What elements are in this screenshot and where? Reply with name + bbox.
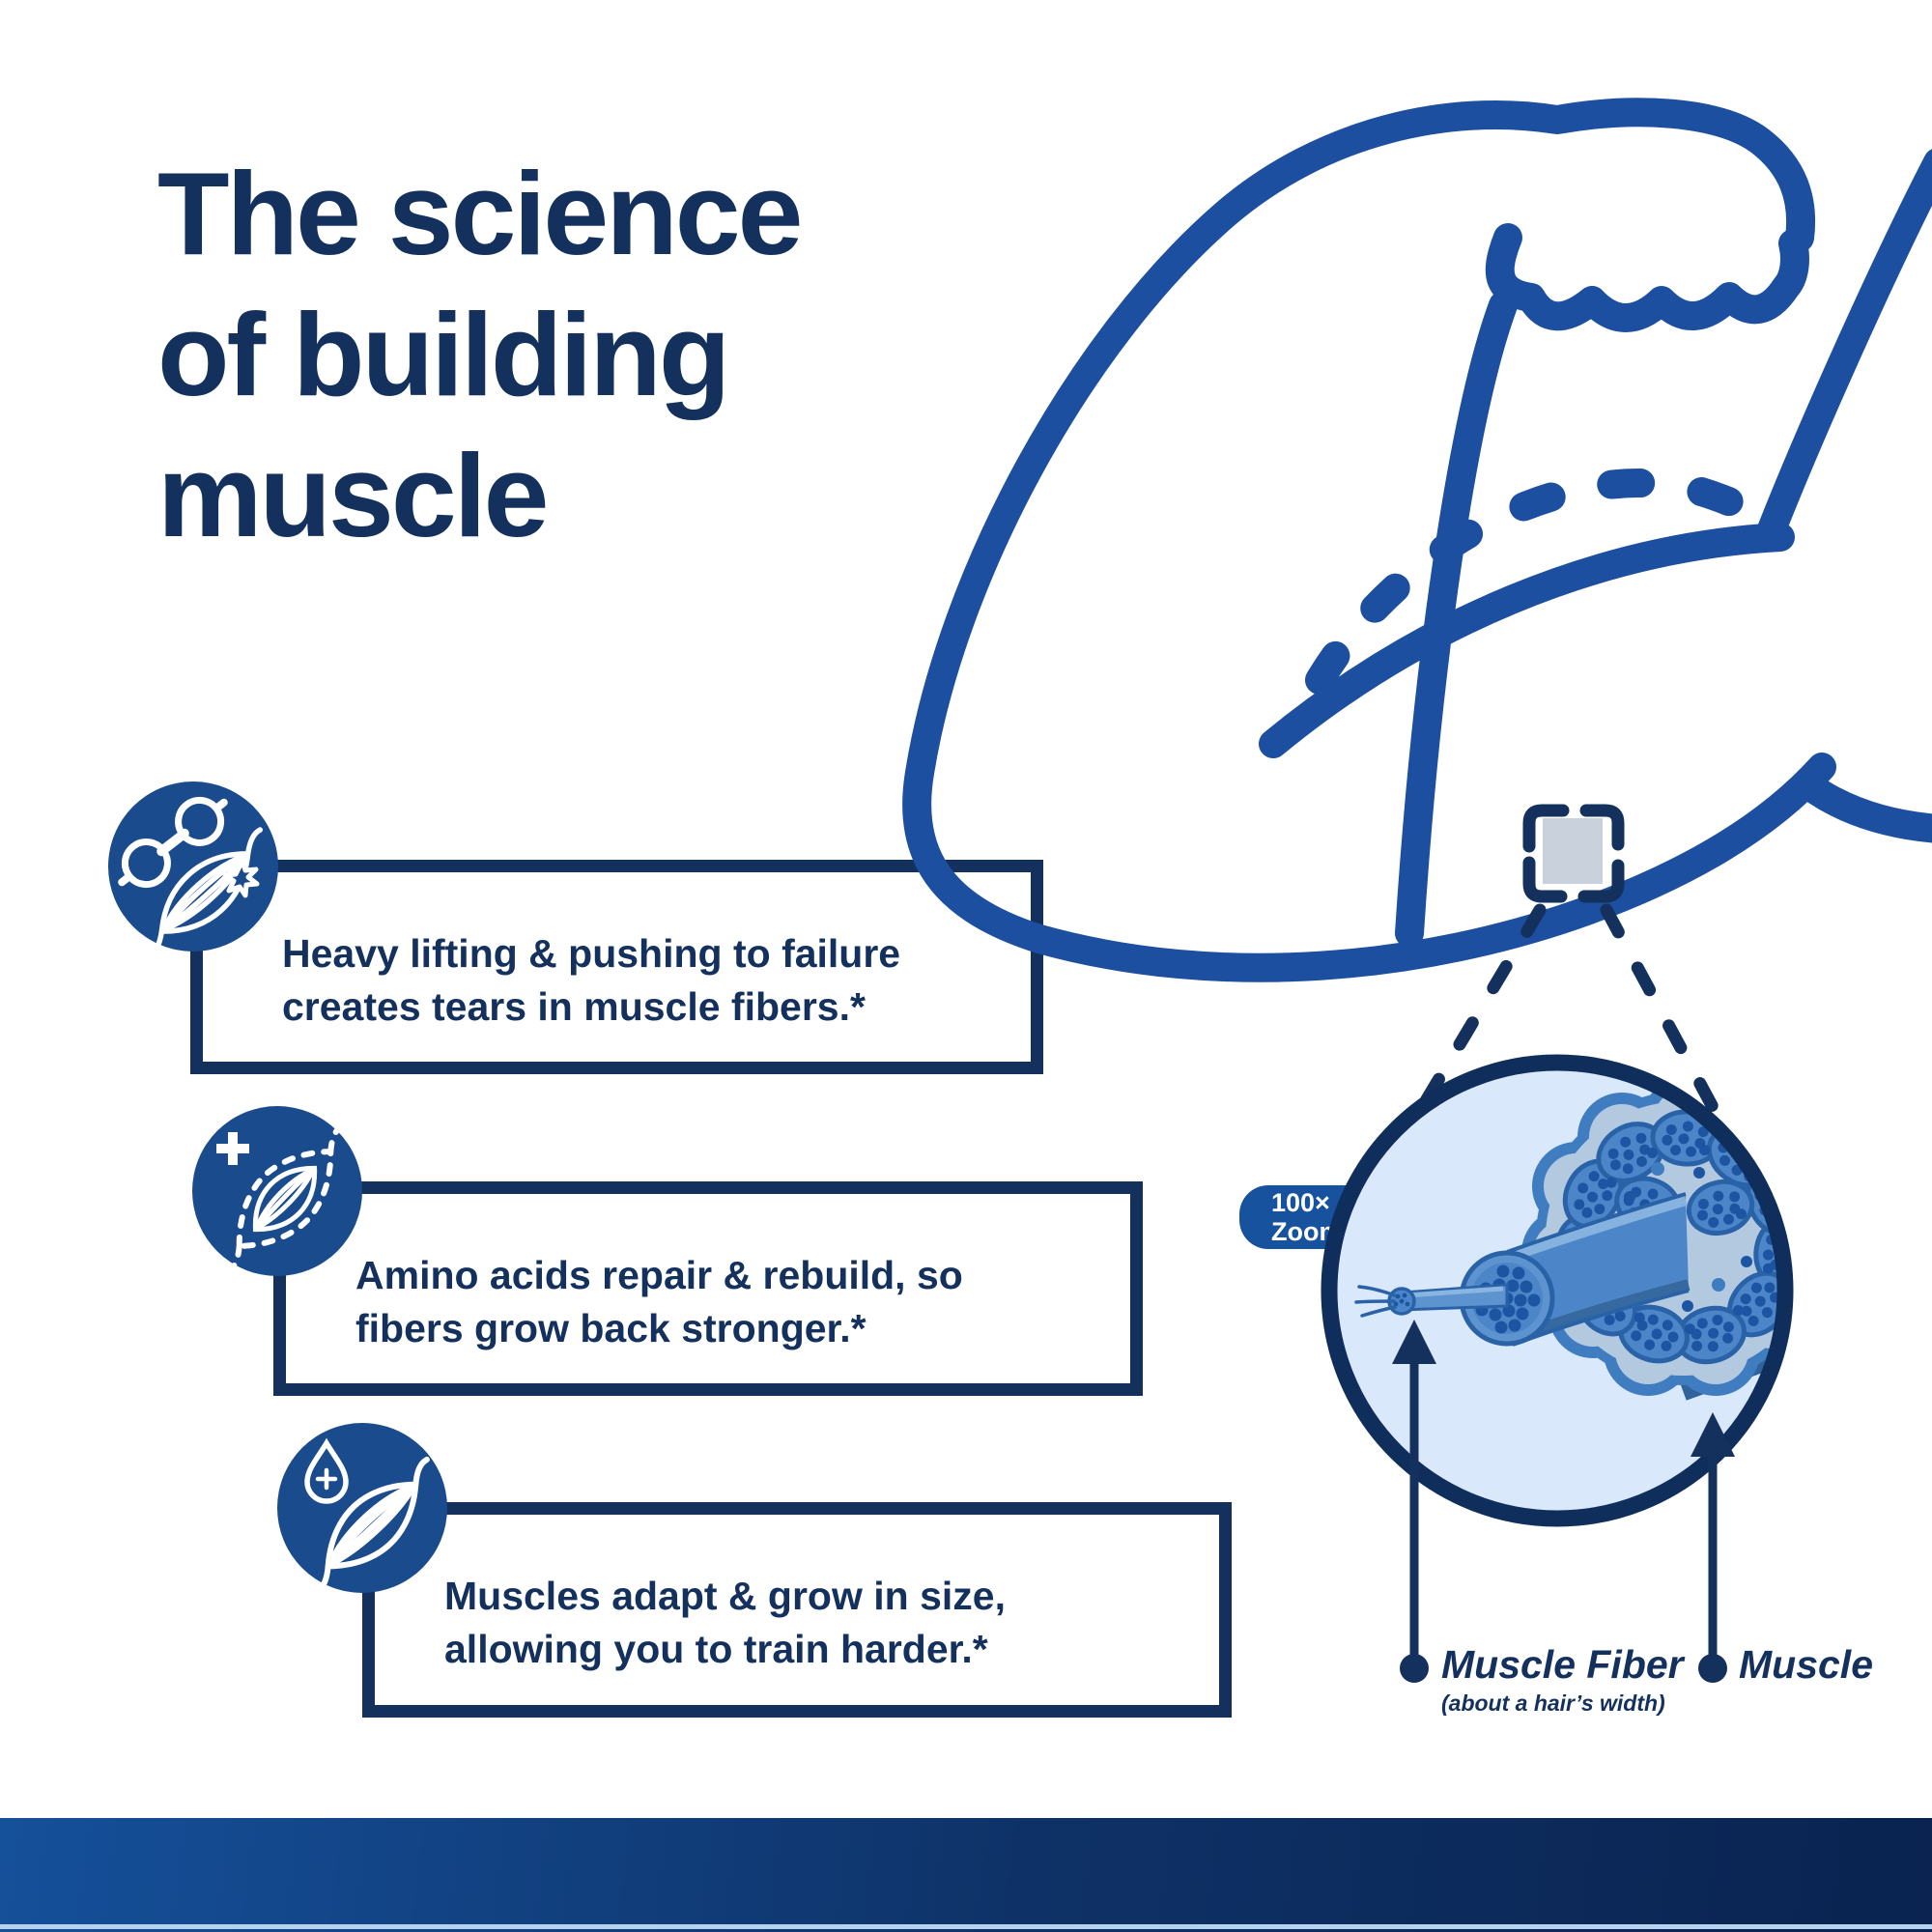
muscle-label: Muscle xyxy=(1739,1642,1873,1687)
plus-muscle-repair-icon-svg xyxy=(192,1106,362,1276)
callout-text-tears: Heavy lifting & pushing to failure creat… xyxy=(282,931,901,1029)
callout-box-growth xyxy=(362,1502,1232,1718)
callout-box-repair xyxy=(273,1181,1143,1396)
plus-muscle-repair-icon xyxy=(192,1106,362,1276)
bicep-dashed-arc xyxy=(1305,469,1787,695)
bicep-outer-curve xyxy=(1757,149,1932,544)
droplet-muscle-growth-icon xyxy=(277,1423,447,1595)
inner-arm-line xyxy=(1259,523,1795,758)
myofibril-filaments xyxy=(1354,1285,1397,1318)
callout-text-repair: Amino acids repair & rebuild, so fibers … xyxy=(355,1253,963,1350)
fist-outline xyxy=(1485,223,1809,332)
plus-glyph xyxy=(216,1132,249,1165)
muscle-pointer-arrow xyxy=(1690,1412,1735,1683)
zoom-target-square xyxy=(1522,804,1625,903)
droplet-muscle-growth-icon-svg xyxy=(277,1423,447,1595)
callout-box-tears xyxy=(190,860,1043,1074)
zoom-inset-border xyxy=(1321,1054,1794,1527)
fiber-pointer-arrow xyxy=(1392,1320,1436,1683)
dumbbell-torn-muscle-icon-svg xyxy=(108,781,278,958)
muscle-fiber-sublabel: (about a hair’s width) xyxy=(1441,1690,1665,1716)
droplet-plus-glyph xyxy=(304,1437,349,1504)
dumbbell-glyph xyxy=(118,796,228,889)
muscle-fiber-strand xyxy=(1354,1283,1509,1318)
muscle-cross-section-art xyxy=(1354,1068,1779,1401)
zoom-badge-line1: 100× xyxy=(1271,1188,1330,1217)
callout-text-growth: Muscles adapt & grow in size, allowing y… xyxy=(444,1574,1006,1671)
page-title: The science of building muscle xyxy=(157,148,803,561)
footer-accent-line xyxy=(0,1924,1932,1929)
flexed-arm-outline xyxy=(902,98,1932,982)
zoom-inset-circle xyxy=(1321,1054,1794,1527)
tear-burst-glyph xyxy=(222,858,260,898)
zoom-target-brackets xyxy=(1522,804,1625,903)
dumbbell-torn-muscle-icon xyxy=(108,781,278,958)
muscle-spindle-glyph xyxy=(314,1456,430,1595)
shoulder-branch-curve xyxy=(1793,770,1932,843)
dashed-muscle-glyph xyxy=(225,1123,345,1274)
muscle-fiber-label: Muscle Fiber xyxy=(1441,1642,1684,1687)
footer-bar xyxy=(0,1818,1932,1932)
